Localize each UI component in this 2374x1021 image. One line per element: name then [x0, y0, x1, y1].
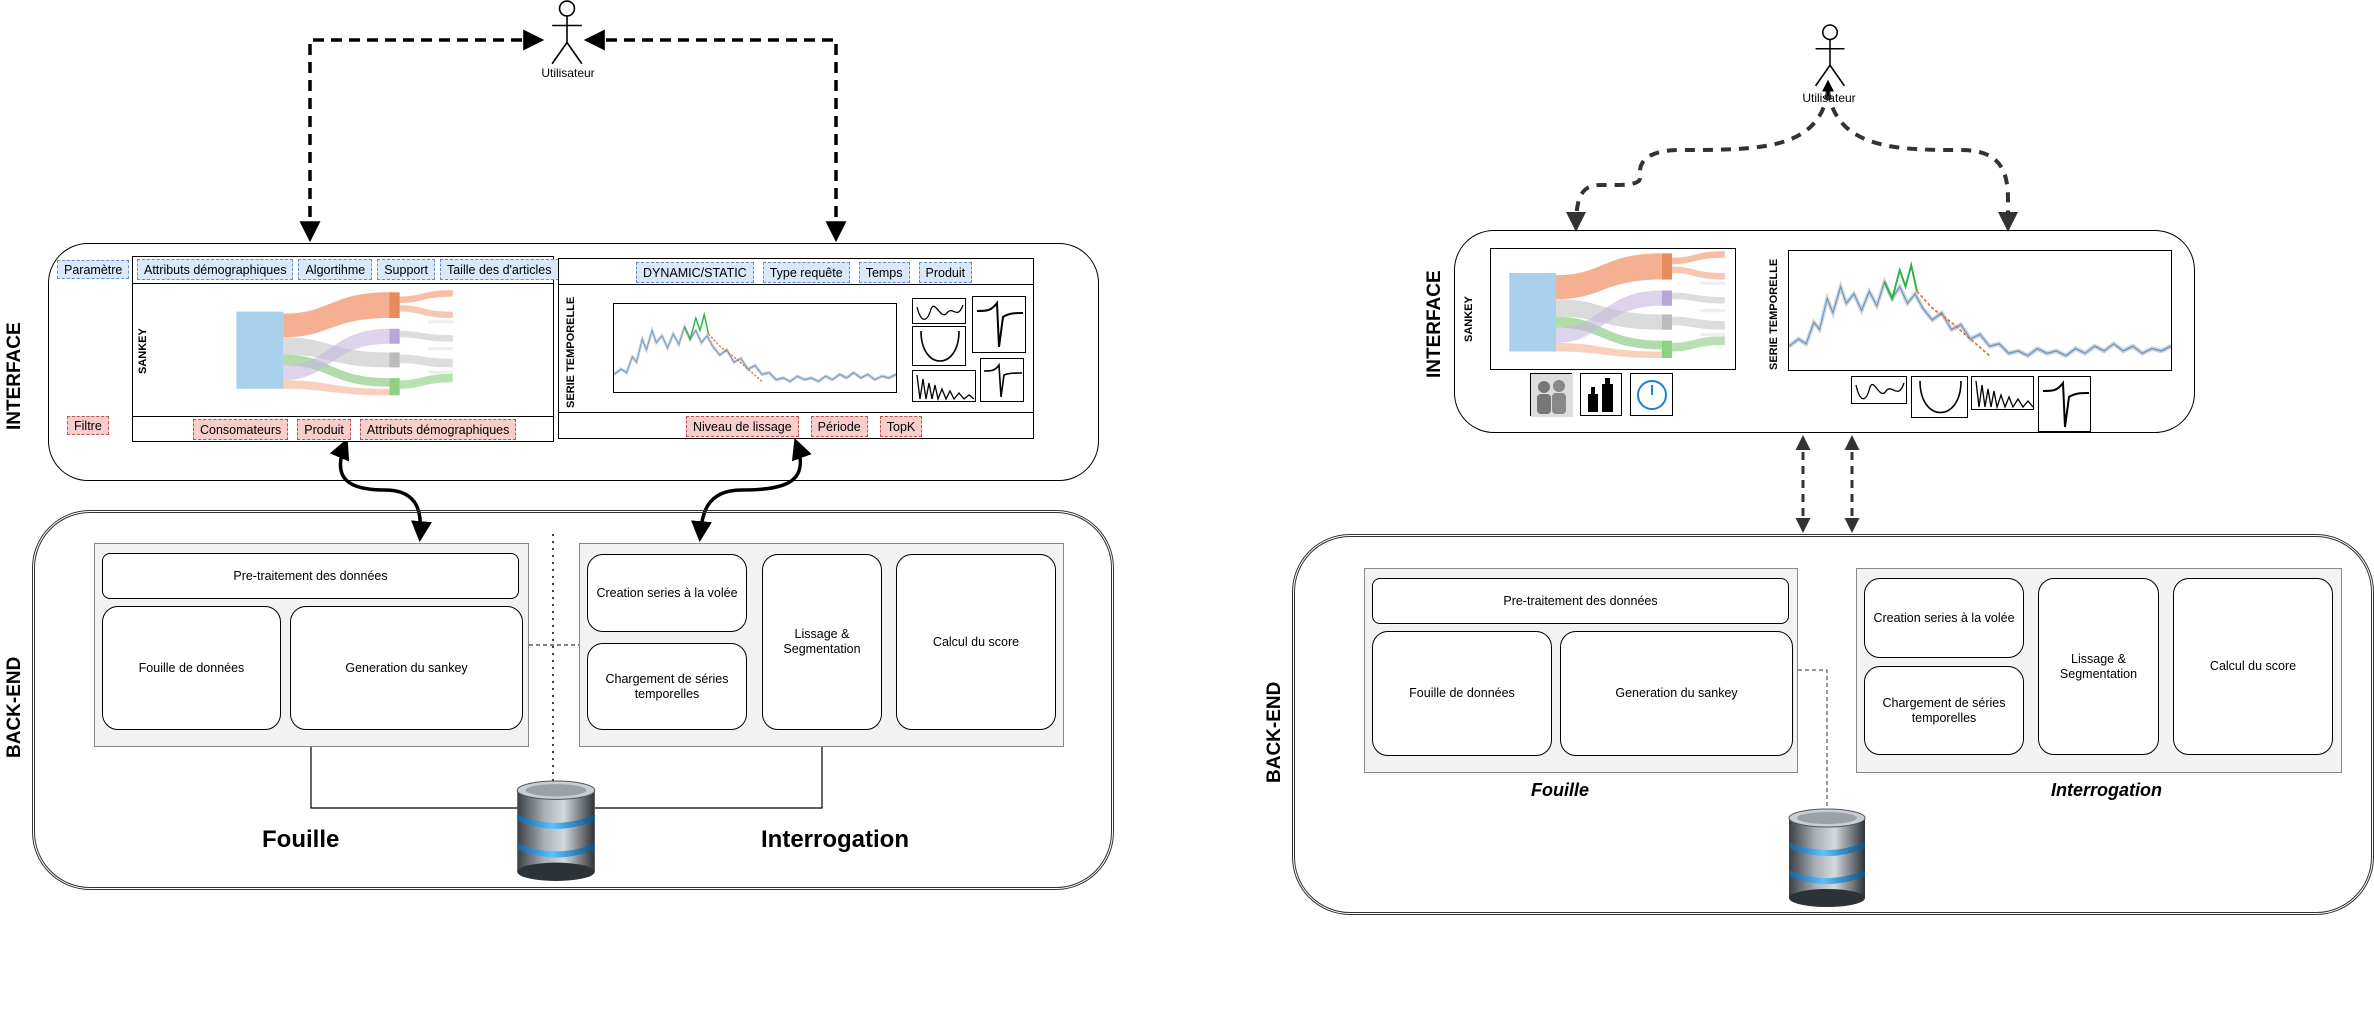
left-series-top-chips: DYNAMIC/STATIC Type requête Temps Produi… — [636, 262, 973, 283]
right-pattern-oscillation-icon[interactable] — [1971, 376, 2034, 410]
left-sankey-chart — [218, 288, 463, 406]
people-icon[interactable] — [1530, 373, 1573, 417]
left-sankey-label: SANKEY — [137, 328, 149, 374]
left-sankey-bottom-divider — [132, 416, 554, 417]
left-series-bottom-divider — [558, 412, 1034, 413]
left-generation-box[interactable]: Generation du sankey — [290, 606, 523, 730]
left-creation-box[interactable]: Creation series à la volée — [587, 554, 747, 632]
chip-algorithme[interactable]: Algortihme — [298, 259, 373, 280]
left-series-backend-arrow — [690, 438, 812, 543]
right-score-box[interactable]: Calcul du score — [2173, 578, 2333, 755]
right-sankey-label: SANKEY — [1463, 296, 1475, 342]
right-connectors — [1566, 79, 2018, 810]
chip-consomateurs[interactable]: Consomateurs — [193, 419, 289, 440]
chip-periode[interactable]: Période — [810, 416, 868, 437]
right-interface-frame — [1454, 230, 2195, 433]
pattern-valley-icon[interactable] — [912, 326, 966, 366]
chip-taille[interactable]: Taille des d'articles — [439, 259, 559, 280]
left-actor-label: Utilisateur — [541, 66, 595, 80]
right-pattern-spike-icon[interactable] — [2038, 376, 2091, 432]
left-backend-frame — [32, 510, 1114, 890]
right-creation-box[interactable]: Creation series à la volée — [1864, 578, 2024, 658]
left-sankey-bottom-chips: Consomateurs Produit Attributs démograph… — [193, 419, 517, 440]
right-user-arrow-right — [1826, 89, 2018, 232]
right-pattern-valley-icon[interactable] — [1911, 376, 1968, 418]
right-user-arrow-left — [1566, 89, 1830, 232]
right-lissage-box[interactable]: Lissage & Segmentation — [2038, 578, 2159, 755]
pattern-oscillation-icon[interactable] — [912, 370, 976, 402]
left-backend-label: BACK-END — [4, 656, 25, 758]
left-fouille-title: Fouille — [262, 826, 340, 853]
pattern-spike-large-icon[interactable] — [972, 296, 1026, 353]
right-generation-box[interactable]: Generation du sankey — [1560, 631, 1793, 756]
bottles-icon[interactable] — [1580, 373, 1622, 416]
right-pattern-wave-icon[interactable] — [1851, 376, 1907, 404]
left-series-chart — [613, 303, 897, 393]
left-db-link-interrogation — [595, 747, 823, 809]
right-sankey-chart — [1490, 248, 1736, 370]
left-actor-icon — [542, 0, 592, 68]
right-db-dashed-link — [1798, 669, 1828, 810]
left-series-top-divider — [558, 284, 1034, 285]
left-connectors — [299, 29, 847, 809]
left-pretraitement-box[interactable]: Pre-traitement des données — [102, 553, 519, 599]
chip-niveau-lissage[interactable]: Niveau de lissage — [686, 416, 799, 437]
chip-attributs[interactable]: Attributs démographiques — [137, 259, 294, 280]
chip-type-requete[interactable]: Type requête — [762, 262, 850, 283]
right-pretraitement-box[interactable]: Pre-traitement des données — [1372, 578, 1789, 624]
right-serie-label: SERIE TEMPORELLE — [1768, 258, 1780, 370]
right-backend-label: BACK-END — [1264, 681, 1285, 783]
right-database-icon — [1786, 808, 1868, 908]
clock-icon[interactable] — [1630, 373, 1673, 416]
right-backend-frame — [1292, 534, 2374, 915]
left-user-arrow-left — [299, 29, 545, 243]
left-interface-label: INTERFACE — [4, 322, 25, 430]
left-sankey-top-chips: Attributs démographiques Algortihme Supp… — [137, 259, 559, 280]
left-db-link-fouille — [310, 747, 520, 809]
chip-attributs-demo[interactable]: Attributs démographiques — [359, 419, 517, 440]
chip-support[interactable]: Support — [377, 259, 435, 280]
left-serie-label: SERIE TEMPORELLE — [565, 296, 577, 408]
right-chargement-box[interactable]: Chargement de séries temporelles — [1864, 666, 2024, 755]
left-interface-frame — [48, 243, 1099, 481]
left-user-arrow-right — [583, 29, 847, 243]
chip-dynamic-static[interactable]: DYNAMIC/STATIC — [636, 262, 754, 283]
chip-produit-serie[interactable]: Produit — [918, 262, 973, 283]
left-param-chip[interactable]: Paramètre — [57, 260, 130, 279]
chip-topk[interactable]: TopK — [879, 416, 923, 437]
right-interrogation-title: Interrogation — [2051, 780, 2162, 800]
left-fouille-donnees-box[interactable]: Fouille de données — [102, 606, 281, 730]
left-interrogation-title: Interrogation — [761, 826, 909, 853]
left-sankey-top-divider — [132, 283, 554, 284]
right-fouille-title: Fouille — [1531, 780, 1589, 800]
left-database-icon — [515, 780, 597, 882]
pattern-spike-small-icon[interactable] — [980, 358, 1024, 402]
left-filter-chip[interactable]: Filtre — [67, 416, 109, 435]
chip-produit[interactable]: Produit — [297, 419, 351, 440]
left-lissage-box[interactable]: Lissage & Segmentation — [762, 554, 882, 730]
left-chargement-box[interactable]: Chargement de séries temporelles — [587, 643, 747, 730]
right-interface-label: INTERFACE — [1424, 270, 1445, 378]
chip-temps[interactable]: Temps — [858, 262, 910, 283]
left-series-bottom-chips: Niveau de lissage Période TopK — [686, 416, 923, 437]
right-fouille-donnees-box[interactable]: Fouille de données — [1372, 631, 1552, 756]
left-sankey-backend-arrow — [329, 438, 432, 543]
pattern-wave-icon[interactable] — [912, 298, 966, 324]
right-actor-icon — [1808, 24, 1852, 90]
right-actor-label: Utilisateur — [1802, 91, 1856, 105]
right-series-chart — [1788, 250, 2172, 371]
left-score-box[interactable]: Calcul du score — [896, 554, 1056, 730]
